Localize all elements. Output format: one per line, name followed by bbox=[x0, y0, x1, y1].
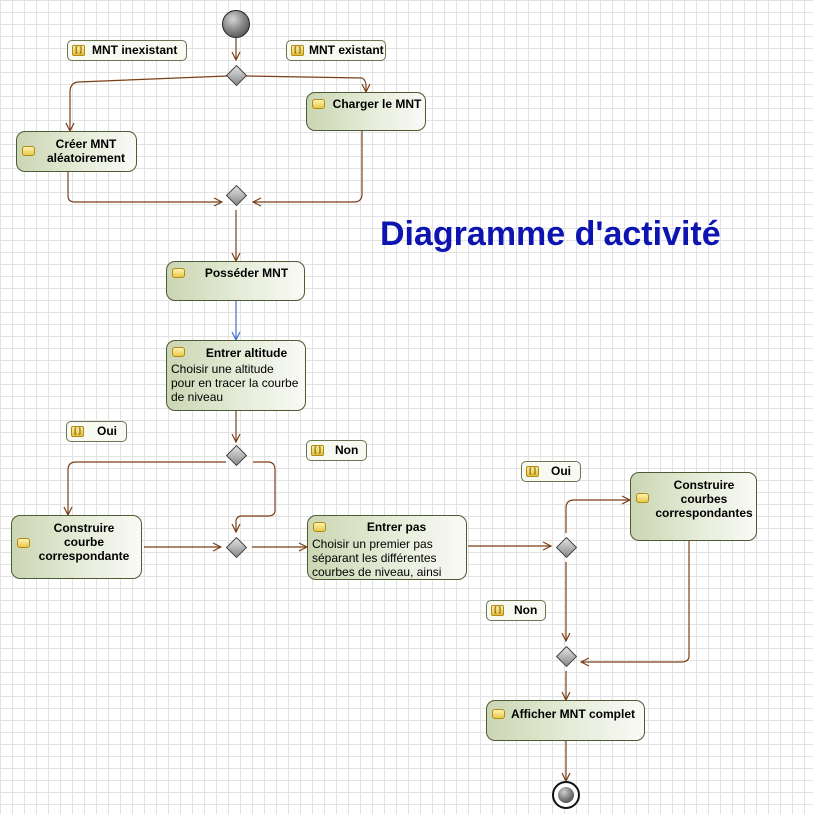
description-line: pour en tracer la courbe bbox=[171, 376, 299, 390]
edge-creer-to-merge bbox=[67, 172, 222, 202]
guard-label: Oui bbox=[551, 464, 571, 478]
initial-node bbox=[222, 10, 250, 38]
action-icon bbox=[492, 709, 505, 719]
action-construire-courbe[interactable]: Construire courbe correspondante bbox=[11, 515, 142, 579]
action-entrer-altitude[interactable]: Entrer altitude Choisir une altitude pou… bbox=[166, 340, 306, 411]
action-icon bbox=[312, 99, 325, 109]
guard-label: Non bbox=[335, 443, 359, 457]
edge-decision-to-merge bbox=[236, 461, 276, 532]
guard-label: Oui bbox=[97, 424, 117, 438]
action-description: Choisir un premier pas séparant les diff… bbox=[312, 537, 441, 579]
guard-icon: [ ] bbox=[526, 466, 539, 477]
action-icon bbox=[636, 493, 649, 503]
guard-icon: [ ] bbox=[72, 45, 85, 56]
action-label: Construire courbes correspondantes bbox=[655, 478, 753, 520]
edge-charger-to-merge bbox=[253, 131, 363, 202]
action-icon bbox=[17, 538, 30, 548]
action-description: Choisir une altitude pour en tracer la c… bbox=[171, 362, 298, 404]
description-line: séparant les différentes bbox=[312, 551, 437, 565]
action-construire-courbes[interactable]: Construire courbes correspondantes bbox=[630, 472, 757, 541]
guard-mnt-inexistant[interactable]: [ ] MNT inexistant bbox=[67, 40, 187, 61]
action-label: Posséder MNT bbox=[204, 266, 289, 280]
guard-mnt-existant[interactable]: [ ] MNT existant bbox=[286, 40, 386, 61]
edge-decision-to-creer bbox=[70, 75, 228, 131]
description-line: courbes de niveau, ainsi bbox=[312, 565, 442, 579]
action-label: Entrer pas bbox=[366, 520, 427, 534]
action-charger-mnt[interactable]: Charger le MNT bbox=[306, 92, 426, 131]
guard-label: MNT existant bbox=[309, 43, 384, 57]
action-icon bbox=[313, 522, 326, 532]
description-line: Choisir une altitude bbox=[171, 362, 274, 376]
action-label: Créer MNT aléatoirement bbox=[46, 137, 126, 165]
guard-oui-pas[interactable]: [ ] Oui bbox=[521, 461, 581, 482]
edge-construire-courbes-to-merge bbox=[581, 541, 690, 662]
action-label: Construire courbe correspondante bbox=[38, 521, 130, 563]
action-icon bbox=[22, 146, 35, 156]
guard-icon: [ ] bbox=[291, 45, 304, 56]
guard-label: Non bbox=[514, 603, 538, 617]
action-icon bbox=[172, 347, 185, 357]
description-line: Choisir un premier pas bbox=[312, 537, 433, 551]
action-posseder-mnt[interactable]: Posséder MNT bbox=[166, 261, 305, 301]
edge-decision-to-charger bbox=[245, 75, 366, 92]
action-creer-mnt[interactable]: Créer MNT aléatoirement bbox=[16, 131, 137, 172]
diagram-title: Diagramme d'activité bbox=[380, 215, 721, 253]
guard-icon: [ ] bbox=[491, 605, 504, 616]
edge-decision-to-construire-courbes bbox=[565, 500, 630, 533]
guard-oui-altitude[interactable]: [ ] Oui bbox=[66, 421, 127, 442]
edge-decision-to-construire bbox=[68, 461, 226, 515]
description-line: de niveau bbox=[171, 390, 224, 404]
final-node bbox=[552, 781, 580, 809]
guard-non-pas[interactable]: [ ] Non bbox=[486, 600, 546, 621]
action-entrer-pas[interactable]: Entrer pas Choisir un premier pas sépara… bbox=[307, 515, 467, 580]
action-label: Charger le MNT bbox=[332, 97, 422, 111]
guard-icon: [ ] bbox=[71, 426, 84, 437]
final-node-inner bbox=[558, 787, 574, 803]
guard-icon: [ ] bbox=[311, 445, 324, 456]
action-label: Afficher MNT complet bbox=[511, 707, 636, 721]
action-afficher-mnt[interactable]: Afficher MNT complet bbox=[486, 700, 645, 741]
action-label: Entrer altitude bbox=[205, 346, 288, 360]
guard-label: MNT inexistant bbox=[92, 43, 178, 57]
action-icon bbox=[172, 268, 185, 278]
guard-non-altitude[interactable]: [ ] Non bbox=[306, 440, 367, 461]
